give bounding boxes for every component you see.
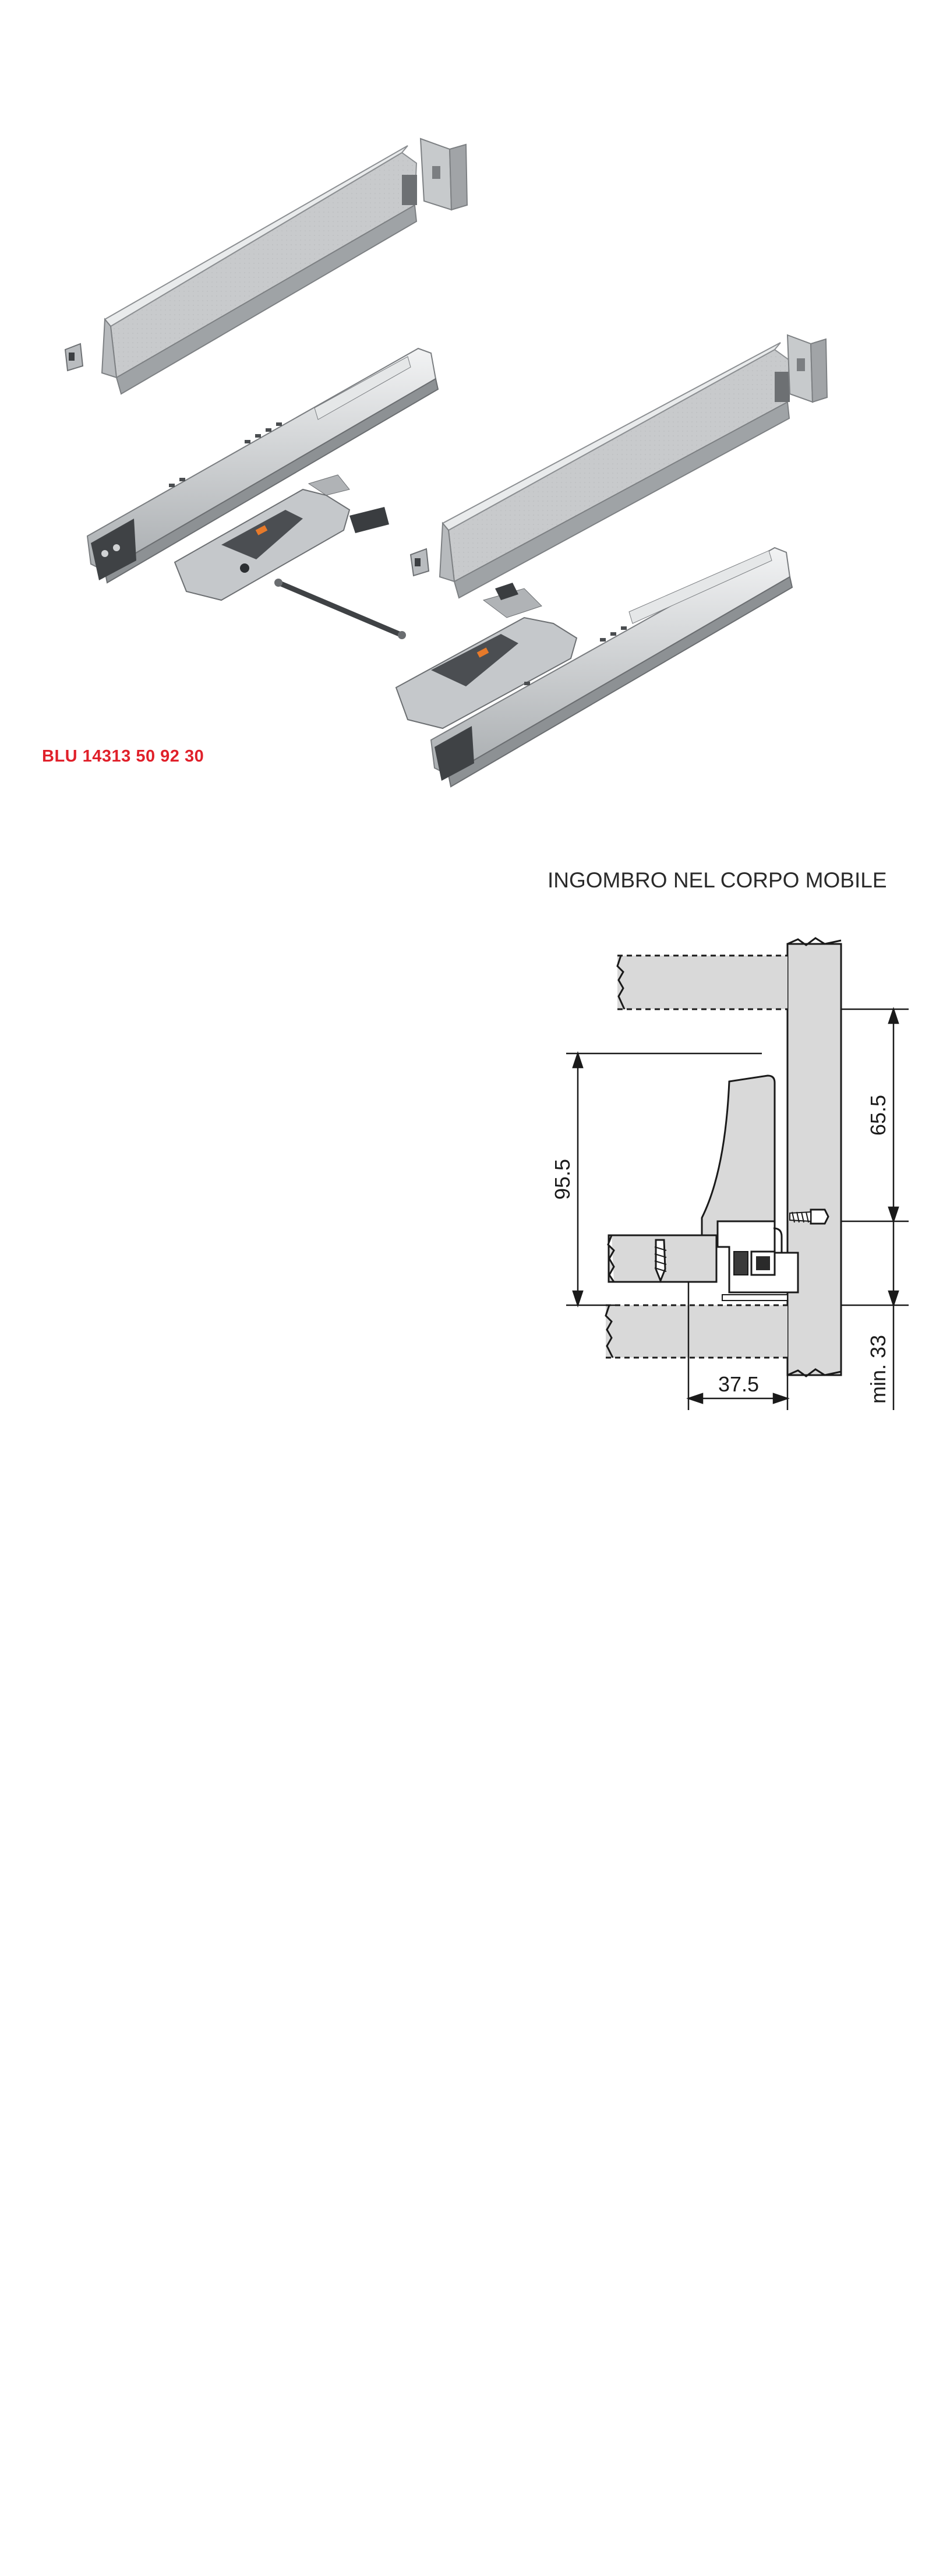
rear-bracket-left	[419, 138, 468, 211]
bottom-screw-icon	[654, 1239, 667, 1284]
right-runner-rail	[430, 547, 793, 788]
upper-board	[616, 954, 787, 1010]
right-drawer-side-panel	[439, 342, 790, 599]
front-clip-right	[409, 548, 430, 577]
dimension-inset-width	[686, 1282, 790, 1410]
cabinet-side-wall	[786, 937, 842, 1377]
rear-bracket-right	[786, 334, 828, 403]
left-drawer-side-panel	[101, 145, 418, 395]
dimension-upper-height	[841, 1007, 909, 1224]
label-upper-height: 65.5	[866, 1095, 890, 1136]
product-code: BLU 14313 50 92 30	[42, 747, 204, 766]
left-runner-rail	[86, 347, 439, 584]
section-title: INGOMBRO NEL CORPO MOBILE	[548, 868, 887, 892]
label-total-height: 95.5	[550, 1159, 574, 1200]
screw-icon	[789, 1208, 829, 1225]
drawer-system-illustration	[64, 138, 828, 788]
sync-rod	[274, 579, 406, 639]
label-lower-min: min. 33	[866, 1335, 890, 1404]
installation-dimension-drawing: 95.5 65.5 min. 33 37.5	[550, 937, 909, 1410]
lower-board	[605, 1304, 787, 1359]
front-clip-left	[64, 343, 84, 372]
label-inset-width: 37.5	[718, 1372, 759, 1396]
dimension-lower-min	[841, 1221, 909, 1410]
right-locking-device	[395, 583, 578, 730]
left-locking-device	[174, 474, 389, 601]
drawer-side-profile	[701, 1074, 799, 1301]
dimension-total-height	[566, 1051, 762, 1308]
